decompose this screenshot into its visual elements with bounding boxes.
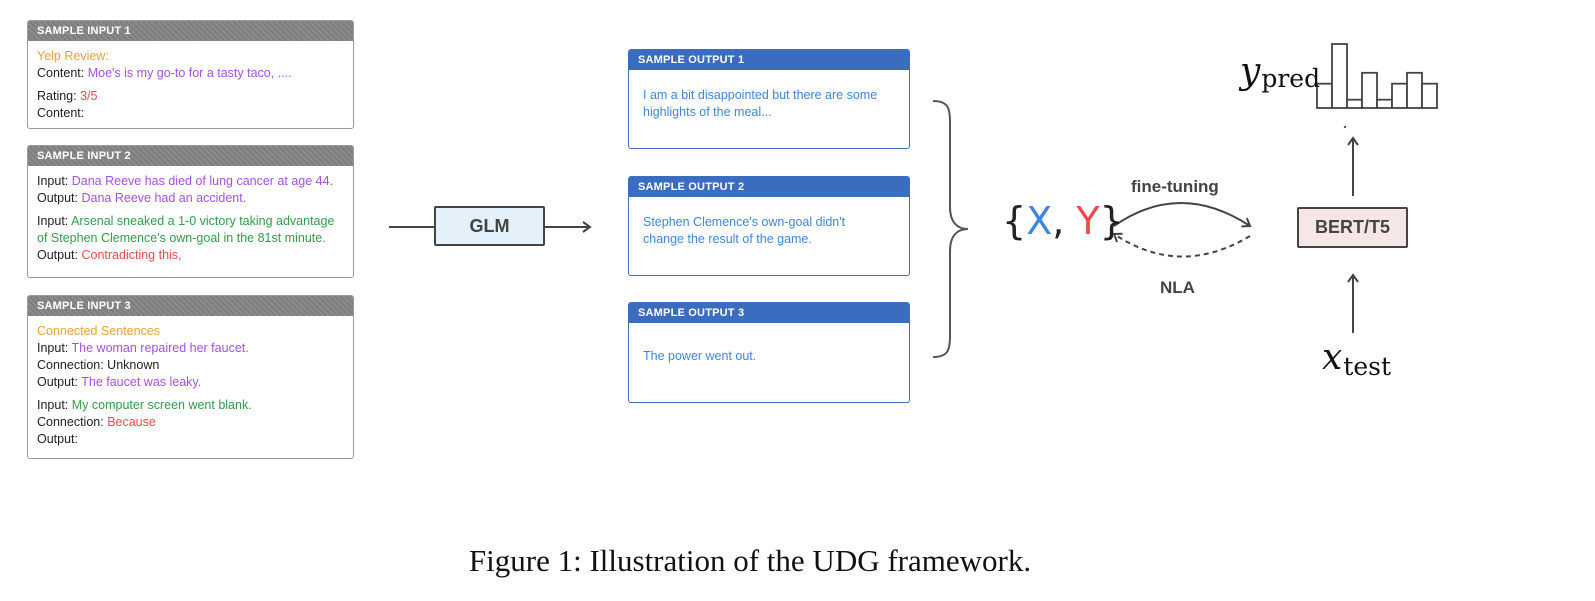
histogram-bar bbox=[1391, 82, 1408, 109]
sample-output-card-2: SAMPLE OUTPUT 2 Stephen Clemence's own-g… bbox=[628, 176, 910, 276]
sample-output-line: change the result of the game. bbox=[643, 232, 812, 246]
sample-output-header: SAMPLE OUTPUT 2 bbox=[629, 177, 909, 197]
sample-output-text: The power went out. bbox=[629, 323, 909, 365]
text-segment: Input: bbox=[37, 174, 72, 188]
glm-box: GLM bbox=[434, 206, 545, 246]
text-segment: of Stephen Clemence's own-goal in the 81… bbox=[37, 231, 326, 245]
text-segment: Connected Sentences bbox=[37, 324, 161, 338]
text-segment: My computer screen went blank. bbox=[71, 398, 252, 412]
text-segment: Dana Reeve has died of lung cancer at ag… bbox=[71, 174, 334, 188]
text-segment: The woman repaired her faucet. bbox=[71, 341, 249, 355]
sample-input-line: Content: bbox=[37, 105, 344, 122]
x-test-sub: test bbox=[1343, 352, 1392, 381]
text-segment: Content: bbox=[37, 66, 88, 80]
sample-output-line: highlights of the meal... bbox=[643, 105, 772, 119]
sample-input-line: Content: Moe's is my go-to for a tasty t… bbox=[37, 65, 344, 82]
histogram-bar bbox=[1361, 71, 1378, 109]
sample-input-line: of Stephen Clemence's own-goal in the 81… bbox=[37, 230, 344, 247]
text-segment: Dana Reeve had an accident. bbox=[81, 191, 247, 205]
y-pred-label: ypred bbox=[1240, 52, 1320, 99]
fine-tuning-arrow bbox=[1113, 202, 1252, 228]
text-segment: Input: bbox=[37, 341, 72, 355]
brace-close: } bbox=[1099, 199, 1124, 243]
sample-input-card-1: SAMPLE INPUT 1 Yelp Review: Content: Moe'… bbox=[27, 20, 354, 129]
sample-output-text: Stephen Clemence's own-goal didn't chang… bbox=[629, 197, 909, 248]
sample-input-body: Yelp Review: Content: Moe's is my go-to f… bbox=[28, 41, 353, 122]
x-test-base: x bbox=[1322, 337, 1343, 378]
figure-caption: Figure 1: Illustration of the UDG framew… bbox=[468, 543, 1032, 578]
text-segment: Input: bbox=[37, 214, 72, 228]
dataset-y: Y bbox=[1076, 199, 1100, 243]
nla-label: NLA bbox=[1160, 278, 1195, 297]
text-segment: Because bbox=[107, 415, 156, 429]
dataset-x: X bbox=[1026, 199, 1053, 243]
histogram-bar bbox=[1421, 82, 1438, 109]
sample-output-header: SAMPLE OUTPUT 1 bbox=[629, 50, 909, 70]
sample-input-header: SAMPLE INPUT 2 bbox=[28, 146, 353, 166]
sample-output-card-1: SAMPLE OUTPUT 1 I am a bit disappointed … bbox=[628, 49, 910, 149]
text-segment: Output: bbox=[37, 191, 82, 205]
sample-input-line: Yelp Review: bbox=[37, 48, 344, 65]
x-test-label: xtest bbox=[1322, 338, 1391, 387]
text-segment: Yelp Review: bbox=[37, 49, 109, 63]
text-segment: Output: bbox=[37, 375, 82, 389]
sample-input-line: Input: The woman repaired her faucet. bbox=[37, 340, 344, 357]
prediction-histogram bbox=[1316, 43, 1438, 109]
text-segment: Moe's is my go-to for a tasty taco, .... bbox=[87, 66, 292, 80]
fine-tuning-label: fine-tuning bbox=[1131, 177, 1219, 196]
bert-t5-box: BERT/T5 bbox=[1297, 207, 1408, 248]
sample-input-line: Connection: Because bbox=[37, 414, 344, 431]
sample-input-line: Input: Dana Reeve has died of lung cance… bbox=[37, 173, 344, 190]
text-segment: Input: bbox=[37, 398, 72, 412]
text-segment: Output: bbox=[37, 248, 82, 262]
histogram-bar bbox=[1376, 98, 1393, 109]
dataset-label: {X, Y} bbox=[1002, 199, 1124, 243]
histogram-bar bbox=[1331, 43, 1348, 109]
y-pred-sub: pred bbox=[1261, 64, 1321, 93]
sample-output-line: The power went out. bbox=[643, 349, 757, 363]
sample-output-line: Stephen Clemence's own-goal didn't bbox=[643, 215, 846, 229]
sample-input-line: Connected Sentences bbox=[37, 323, 344, 340]
text-segment: Contradicting this, bbox=[81, 248, 182, 262]
sample-output-header: SAMPLE OUTPUT 3 bbox=[629, 303, 909, 323]
sample-input-line: Output: bbox=[37, 431, 344, 448]
sample-input-line: Input: Arsenal sneaked a 1-0 victory tak… bbox=[37, 213, 344, 230]
text-segment: The faucet was leaky. bbox=[81, 375, 202, 389]
sample-input-line: Rating: 3/5 bbox=[37, 88, 344, 105]
sample-input-header: SAMPLE INPUT 1 bbox=[28, 21, 353, 41]
sample-input-line: Connection: Unknown bbox=[37, 357, 344, 374]
sample-input-line: Output: Dana Reeve had an accident. bbox=[37, 190, 344, 207]
histogram-bar bbox=[1406, 71, 1423, 109]
text-segment: Connection: bbox=[37, 415, 108, 429]
brace-open: { bbox=[1002, 199, 1027, 243]
sample-input-line: Output: The faucet was leaky. bbox=[37, 374, 344, 391]
dataset-comma: , bbox=[1052, 199, 1065, 243]
text-segment: 3/5 bbox=[80, 89, 98, 103]
text-segment: Arsenal sneaked a 1-0 victory taking adv… bbox=[71, 214, 335, 228]
sample-input-card-2: SAMPLE INPUT 2 Input: Dana Reeve has die… bbox=[27, 145, 354, 278]
sample-output-card-3: SAMPLE OUTPUT 3 The power went out. bbox=[628, 302, 910, 403]
text-segment: Output: bbox=[37, 432, 78, 446]
text-segment: Content: bbox=[37, 106, 85, 120]
outputs-brace bbox=[932, 100, 969, 358]
sample-input-header: SAMPLE INPUT 3 bbox=[28, 296, 353, 316]
nla-arrow bbox=[1112, 232, 1251, 258]
sample-input-line: Input: My computer screen went blank. bbox=[37, 397, 344, 414]
dot-mark bbox=[1343, 125, 1347, 129]
text-segment: Connection: Unknown bbox=[37, 358, 160, 372]
sample-output-text: I am a bit disappointed but there are so… bbox=[629, 70, 909, 121]
sample-output-line: I am a bit disappointed but there are so… bbox=[643, 88, 878, 102]
text-segment: Rating: bbox=[37, 89, 81, 103]
sample-input-line: Output: Contradicting this, bbox=[37, 247, 344, 264]
y-pred-base: y bbox=[1240, 51, 1261, 92]
histogram-bar bbox=[1346, 98, 1363, 109]
sample-input-body: Input: Dana Reeve has died of lung cance… bbox=[28, 166, 353, 264]
